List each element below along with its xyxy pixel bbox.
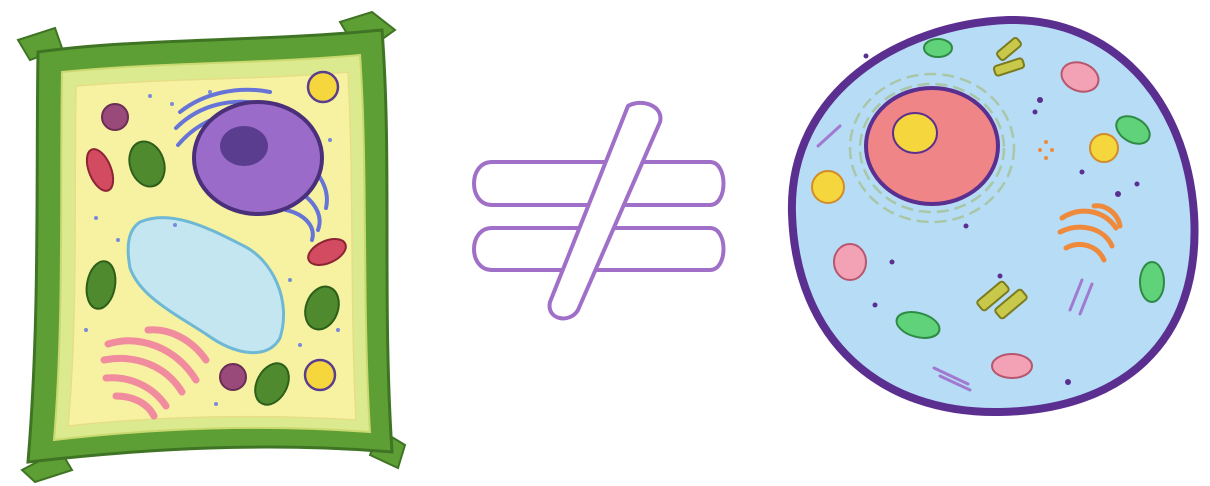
nucleolus xyxy=(220,126,268,166)
lysosome xyxy=(834,244,866,280)
lysosome xyxy=(992,354,1032,378)
green-organelle xyxy=(1140,262,1164,302)
peroxisome xyxy=(102,104,128,130)
yellow-vesicle xyxy=(308,72,338,102)
green-organelle xyxy=(924,39,952,57)
plant-cell-icon xyxy=(18,12,405,482)
animal-cell-icon xyxy=(792,20,1195,412)
cell-membrane xyxy=(792,20,1195,412)
nucleolus xyxy=(893,113,937,153)
yellow-vesicle xyxy=(305,360,335,390)
not-equal-icon xyxy=(474,103,724,319)
yellow-vesicle xyxy=(1090,134,1118,162)
yellow-vesicle xyxy=(812,171,844,203)
vesicle xyxy=(220,364,246,390)
